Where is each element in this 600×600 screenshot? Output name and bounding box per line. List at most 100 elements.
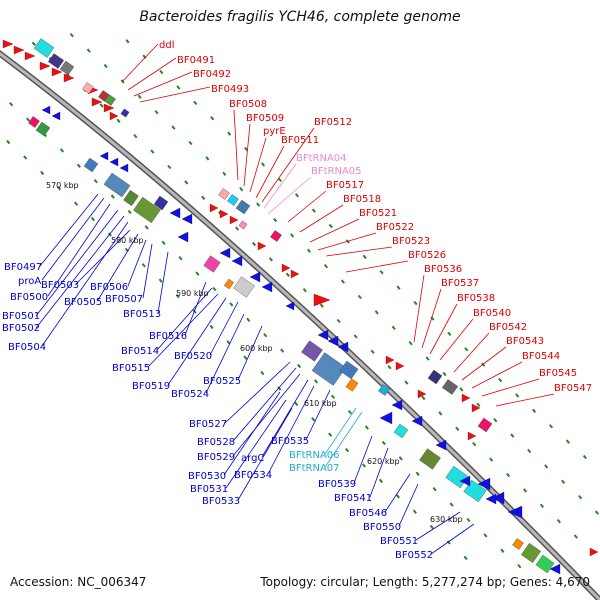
cog-dot — [297, 363, 302, 369]
reverse-gene-arrow — [109, 157, 119, 167]
cog-dot — [364, 425, 369, 430]
cog-dot — [565, 439, 571, 444]
gene-block — [203, 255, 221, 273]
cog-dot — [493, 418, 498, 423]
label-bf0492: BF0492 — [193, 69, 231, 80]
cog-dot — [510, 433, 515, 438]
cog-dot — [582, 454, 587, 460]
gene-block — [123, 190, 139, 206]
cog-dot — [193, 100, 198, 106]
leader-line — [263, 163, 297, 209]
cog-dot — [556, 519, 561, 524]
gene-block — [235, 199, 251, 215]
label-bftrna05: BFtRNA05 — [311, 166, 362, 177]
leader-line — [413, 274, 425, 343]
label-bf0502: BF0502 — [2, 323, 40, 334]
cog-dot — [133, 134, 138, 139]
leader-line — [267, 176, 312, 215]
label-bf0522: BF0522 — [376, 222, 414, 233]
label-bf0538: BF0538 — [457, 293, 495, 304]
label-bf0550: BF0550 — [363, 522, 401, 533]
gene-block — [28, 116, 40, 128]
label-bf0533: BF0533 — [202, 496, 240, 507]
leader-line — [41, 197, 105, 281]
cog-dot — [178, 256, 183, 261]
leader-line — [233, 109, 239, 181]
reverse-gene-arrow — [99, 151, 109, 161]
forward-gene-arrow — [257, 241, 267, 251]
cog-dot — [353, 334, 358, 339]
gene-block — [227, 194, 239, 206]
tick-600: 600 kbp — [240, 344, 273, 353]
forward-gene-arrow — [13, 45, 25, 55]
cog-dot — [472, 442, 477, 447]
label-bf0535: BF0535 — [271, 436, 309, 447]
cog-dot — [229, 302, 234, 307]
cog-dot — [498, 377, 503, 383]
label-bf0504: BF0504 — [8, 342, 46, 353]
cog-dot — [311, 417, 316, 422]
label-bf0537: BF0537 — [441, 278, 479, 289]
leader-line — [249, 137, 267, 193]
label-bf0519: BF0519 — [132, 381, 170, 392]
cog-dot — [532, 408, 537, 414]
leader-line — [237, 407, 293, 501]
cog-dot — [251, 241, 257, 247]
gene-block — [35, 121, 51, 137]
label-bf0512: BF0512 — [314, 117, 352, 128]
label-bf0547: BF0547 — [554, 383, 592, 394]
cog-dot — [357, 294, 362, 300]
label-bf0528: BF0528 — [197, 437, 235, 448]
label-bf0491: BF0491 — [177, 55, 215, 66]
gene-block — [33, 38, 55, 58]
label-bf0497: BF0497 — [4, 262, 42, 273]
reverse-gene-arrow — [435, 439, 447, 451]
label-bf0509: BF0509 — [246, 113, 284, 124]
label-bf0540: BF0540 — [473, 308, 511, 319]
leader-line — [369, 447, 389, 498]
cog-dot — [319, 303, 324, 308]
forward-gene-arrow — [589, 547, 599, 557]
cog-dot — [268, 257, 274, 262]
forward-gene-arrow — [103, 103, 115, 113]
cog-dot — [239, 187, 244, 192]
label-bf0500: BF0500 — [10, 292, 48, 303]
cog-dot — [110, 194, 115, 199]
leader-line — [495, 393, 555, 407]
reverse-gene-arrow — [411, 415, 423, 427]
gene-block — [218, 188, 230, 200]
leader-line — [184, 281, 207, 336]
cog-dot — [209, 324, 214, 330]
reverse-gene-arrow — [261, 281, 273, 293]
tick-620: 620 kbp — [367, 457, 400, 466]
forward-gene-arrow — [467, 431, 477, 441]
cog-dot — [26, 117, 31, 122]
cog-dot — [446, 540, 451, 545]
cog-dot — [103, 63, 108, 69]
label-bf0505: BF0505 — [64, 297, 102, 308]
leader-line — [345, 260, 409, 273]
label-bf0520: BF0520 — [174, 351, 212, 362]
label-bf0521: BF0521 — [359, 208, 397, 219]
label-ddl: ddl — [159, 40, 174, 51]
cog-dot — [86, 48, 91, 53]
cog-dot — [395, 494, 400, 499]
cog-dot — [205, 156, 210, 161]
cog-dot — [99, 103, 104, 108]
label-leader-lines — [35, 43, 555, 555]
gene-block — [311, 352, 347, 386]
leader-line — [157, 251, 169, 314]
reverse-gene-arrow — [477, 477, 491, 491]
cog-dot — [294, 193, 299, 198]
reverse-gene-arrow — [219, 247, 231, 259]
leader-line — [167, 297, 227, 386]
leader-line — [232, 367, 297, 442]
cog-dot — [396, 285, 401, 290]
label-bf0501: BF0501 — [2, 311, 40, 322]
label-bf0517: BF0517 — [326, 180, 364, 191]
cog-dot — [93, 179, 98, 184]
gene-block — [419, 448, 441, 470]
gene-block — [521, 543, 541, 563]
forward-gene-arrow — [2, 39, 14, 49]
cog-dot — [137, 94, 142, 99]
